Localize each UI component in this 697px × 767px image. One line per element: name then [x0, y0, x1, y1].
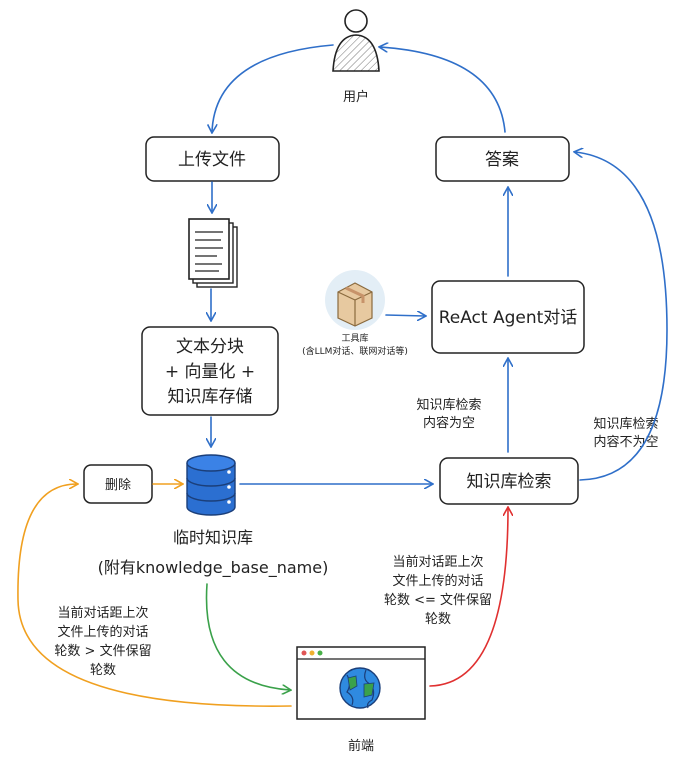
user-icon	[332, 9, 380, 72]
process-line-3: 知识库存储	[168, 387, 253, 407]
arrow-frontend-to-delete	[17, 484, 292, 707]
answer-node: 答案	[435, 136, 570, 182]
user-label: 用户	[343, 89, 369, 105]
kb-search-label: 知识库检索	[467, 472, 552, 492]
temp-kb-title: 临时知识库	[173, 528, 253, 547]
upload-file-node: 上传文件	[145, 136, 280, 182]
arrow-answer-to-user	[380, 47, 506, 133]
process-line-2: + 向量化 +	[165, 362, 255, 382]
arrow-db-to-frontend	[205, 583, 290, 690]
edge-label-empty-2: 内容为空	[423, 415, 475, 431]
edge-label-over-1: 当前对话距上次	[57, 605, 148, 621]
edge-label-within-3: 轮数 <= 文件保留	[384, 593, 492, 608]
edge-label-not-empty-1: 知识库检索	[593, 416, 658, 432]
react-agent-label: ReAct Agent对话	[439, 308, 578, 328]
edge-label-over-3: 轮数 > 文件保留	[54, 644, 151, 659]
arrow-frontend-to-kb-search	[429, 508, 508, 687]
upload-file-label: 上传文件	[178, 150, 246, 170]
frontend-browser-icon	[296, 646, 426, 720]
arrow-kb-search-to-answer	[575, 152, 668, 481]
database-icon	[186, 454, 236, 516]
toolbox-title: 工具库	[341, 332, 368, 344]
delete-label: 删除	[105, 478, 131, 493]
edge-label-over-4: 轮数	[90, 663, 116, 678]
react-agent-node: ReAct Agent对话	[431, 280, 585, 354]
edge-label-within-1: 当前对话距上次	[392, 554, 483, 570]
edge-label-over-2: 文件上传的对话	[57, 624, 148, 640]
frontend-label: 前端	[348, 738, 374, 754]
toolbox-icon	[325, 270, 385, 330]
document-stack-icon	[188, 218, 238, 288]
answer-label: 答案	[485, 150, 519, 170]
toolbox-subtitle: (含LLM对话、联网对话等)	[302, 345, 408, 357]
temp-kb-subtitle: (附有knowledge_base_name)	[98, 558, 329, 578]
edge-label-empty-1: 知识库检索	[416, 397, 481, 413]
arrow-tools-to-react	[385, 315, 425, 316]
chunk-vectorize-store-node: 文本分块 + 向量化 + 知识库存储	[141, 326, 279, 416]
arrow-user-to-upload	[212, 44, 334, 132]
kb-search-node: 知识库检索	[439, 457, 579, 505]
delete-node: 删除	[83, 464, 153, 504]
edge-label-within-2: 文件上传的对话	[392, 573, 483, 589]
edge-label-within-4: 轮数	[425, 612, 451, 627]
process-line-1: 文本分块	[176, 337, 244, 357]
